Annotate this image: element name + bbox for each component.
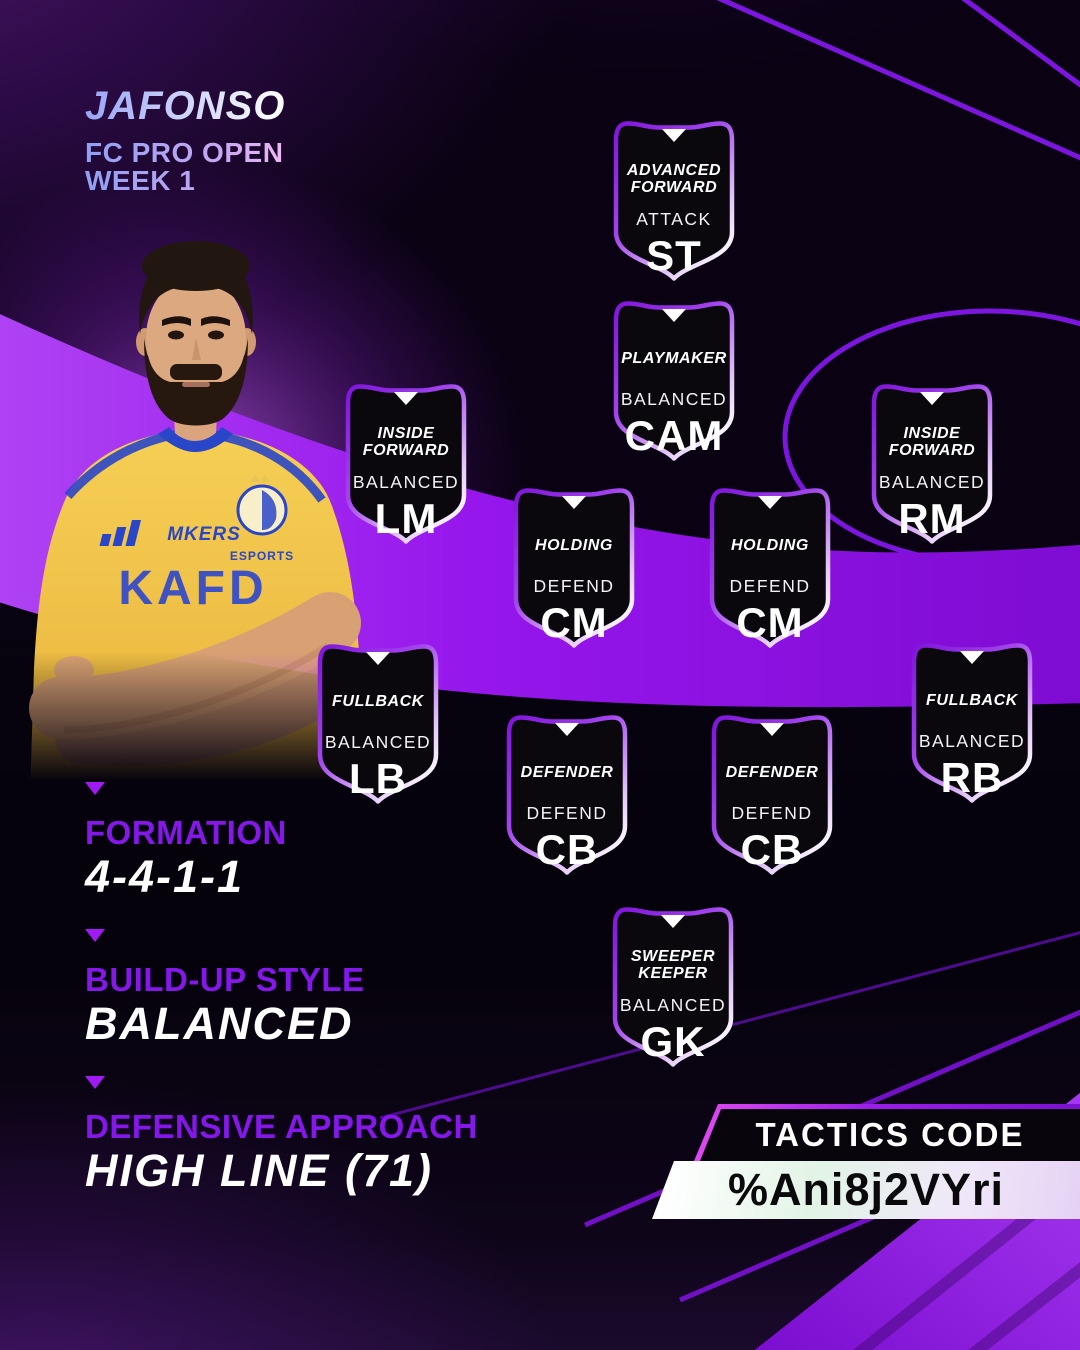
diagonal-lines-top-right [716,0,1080,161]
position-label: CM [736,599,804,646]
role-label: FULLBACK [332,693,424,711]
instruction-label: DEFEND [729,576,811,596]
build-up-style-block: BUILD-UP STYLE BALANCED [85,929,478,1050]
crossed-arms [29,592,361,740]
position-card-cb-left: DEFENDER DEFEND CB [499,708,635,881]
instruction-label: BALANCED [619,995,727,1015]
event-name: FC PRO OPEN [85,137,284,168]
player-photo: MKERS ESPORTS KAFD [29,241,365,798]
position-card-lb: FULLBACK BALANCED LB [310,637,446,810]
position-card-st: ADVANCED FORWARD ATTACK ST [606,114,742,287]
position-label: CM [540,599,608,646]
position-card-rm: INSIDE FORWARD BALANCED RM [864,377,1000,550]
card-shield-shape [612,907,734,1067]
position-card-rb: FULLBACK BALANCED RB [904,636,1040,809]
position-card-lm: INSIDE FORWARD BALANCED LM [338,377,474,550]
formation-value: 4-4-1-1 [85,851,245,903]
instruction-label: BALANCED [878,472,986,492]
instruction-label: ATTACK [636,209,712,229]
build-up-style-label: BUILD-UP STYLE [85,961,365,999]
card-shield-shape [613,301,735,461]
role-label: INSIDE FORWARD [888,424,976,459]
down-arrow-icon [760,723,784,736]
card-shield-shape [345,384,467,544]
position-label: RM [898,495,966,542]
position-label: LM [374,495,438,542]
collar [158,427,233,452]
defensive-approach-value: HIGH LINE (71) [85,1145,434,1197]
tactics-code-title: TACTICS CODE [700,1109,1080,1161]
position-label: RB [940,754,1004,801]
bottom-left-glow [0,1080,558,1350]
header: JAFONSO FC PRO OPEN WEEK 1 [85,84,285,195]
down-arrow-icon [394,392,418,405]
instruction-label: BALANCED [918,731,1026,751]
position-label: CAM [624,412,724,459]
beard [144,338,248,426]
tactics-code-value: %Ani8j2VYri [652,1161,1080,1219]
down-arrow-icon [662,309,686,322]
down-arrow-icon [960,651,984,664]
card-shield-shape [317,644,439,804]
role-label: HOLDING [535,537,613,555]
formation-block: FORMATION 4-4-1-1 [85,782,478,903]
role-label: SWEEPER KEEPER [630,947,716,982]
role-label: HOLDING [731,537,809,555]
card-shield-shape [711,715,833,875]
player-name: JAFONSO [85,84,286,128]
instruction-label: BALANCED [352,472,460,492]
instruction-label: DEFEND [731,803,813,823]
brand-bars [99,520,141,546]
position-label: CB [535,826,599,873]
down-arrow-icon [85,782,105,795]
role-label: INSIDE FORWARD [362,424,450,459]
card-shield-shape [613,121,735,281]
role-label: FULLBACK [926,692,1018,710]
event-week: WEEK 1 [85,165,196,196]
defensive-approach-label: DEFENSIVE APPROACH [85,1108,478,1146]
down-arrow-icon [662,129,686,142]
card-shield-shape [513,488,635,648]
formation-label: FORMATION [85,814,287,851]
position-card-cb-right: DEFENDER DEFEND CB [704,708,840,881]
down-arrow-icon [85,1076,105,1090]
role-label: DEFENDER [520,764,614,782]
role-label: PLAYMAKER [621,350,727,368]
jersey-sponsor-text: KAFD [118,562,267,615]
tactics-summary: FORMATION 4-4-1-1 BUILD-UP STYLE BALANCE… [85,782,478,1223]
role-label: ADVANCED FORWARD [626,161,722,196]
jersey-esports-text: ESPORTS [230,549,294,563]
role-label: DEFENDER [725,764,819,782]
down-arrow-icon [555,723,579,736]
card-shield-shape [709,488,831,648]
jersey-brand-text: MKERS [167,524,241,545]
build-up-style-value: BALANCED [85,998,354,1050]
down-arrow-icon [920,392,944,405]
down-arrow-icon [758,496,782,509]
down-arrow-icon [562,496,586,509]
instruction-label: DEFEND [526,803,608,823]
card-shield-shape [911,643,1033,803]
tactics-code-panel: TACTICS CODE [694,1104,1080,1161]
position-label: ST [646,232,702,279]
instruction-label: BALANCED [324,732,432,752]
position-card-cam: PLAYMAKER BALANCED CAM [606,294,742,467]
position-label: GK [640,1018,706,1065]
down-arrow-icon [85,929,105,943]
down-arrow-icon [661,915,685,928]
card-shield-shape [506,715,628,875]
position-card-cm-left: HOLDING DEFEND CM [506,481,642,654]
defensive-approach-block: DEFENSIVE APPROACH HIGH LINE (71) [85,1076,478,1197]
position-card-cm-right: HOLDING DEFEND CM [702,481,838,654]
instruction-label: BALANCED [620,389,728,409]
down-arrow-icon [366,652,390,665]
card-shield-shape [871,384,993,544]
position-card-gk: SWEEPER KEEPER BALANCED GK [605,900,741,1073]
position-label: CB [740,826,804,873]
instruction-label: DEFEND [533,576,615,596]
position-label: LB [349,755,407,802]
